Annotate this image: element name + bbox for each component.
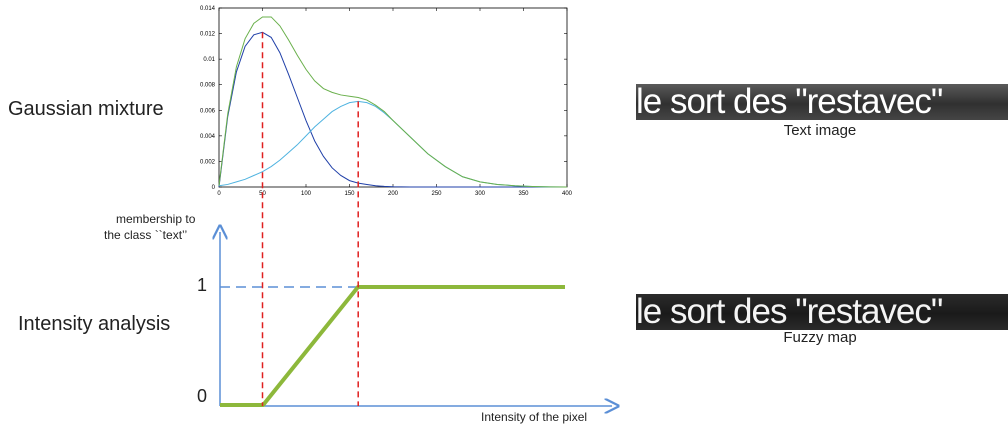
- gmm-plot-frame: [218, 7, 568, 188]
- x-axis-label: Intensity of the pixel: [481, 410, 588, 424]
- y-tick-label: 0.002: [200, 159, 216, 165]
- y-tick-label: 0.004: [200, 134, 216, 140]
- level-one-label: 1: [197, 275, 208, 295]
- fuzzy-map-content: le sort des "restavec": [636, 294, 943, 330]
- membership-curve: [220, 285, 565, 407]
- text-image-content: le sort des "restavec": [636, 84, 943, 120]
- gaussian-mixture-chart: 05010015020025030035040000.0020.0040.006…: [200, 6, 573, 197]
- y-tick-label: 0.01: [203, 57, 215, 63]
- y-tick-label: 0.008: [200, 83, 216, 89]
- membership-axis-label-line2: the class ``text’’: [104, 228, 188, 242]
- x-tick-label: 100: [301, 191, 312, 197]
- y-tick-label: 0.012: [200, 32, 216, 38]
- x-tick-label: 250: [431, 191, 442, 197]
- x-tick-label: 0: [217, 191, 221, 197]
- gaussian-mixture-label: Gaussian mixture: [8, 98, 164, 120]
- x-tick-label: 400: [562, 191, 573, 197]
- fuzzy-map-image: le sort des "restavec": [636, 294, 1008, 330]
- intensity-analysis-label: Intensity analysis: [18, 313, 171, 335]
- text-image: le sort des "restavec": [636, 84, 1008, 120]
- y-tick-label: 0: [212, 185, 216, 191]
- fuzzy-map-caption: Fuzzy map: [783, 329, 857, 346]
- membership-chart: [0, 32, 640, 427]
- y-tick-label: 0.006: [200, 108, 216, 114]
- x-tick-label: 200: [388, 191, 399, 197]
- x-tick-label: 300: [475, 191, 486, 197]
- mixture-curve: [218, 16, 568, 188]
- y-tick-label: 0.014: [200, 6, 216, 12]
- text-image-caption: Text image: [783, 122, 857, 139]
- x-tick-label: 150: [344, 191, 355, 197]
- membership-axis-label-line1: membership to: [116, 212, 196, 226]
- level-zero-label: 0: [197, 386, 208, 406]
- x-tick-label: 350: [518, 191, 529, 197]
